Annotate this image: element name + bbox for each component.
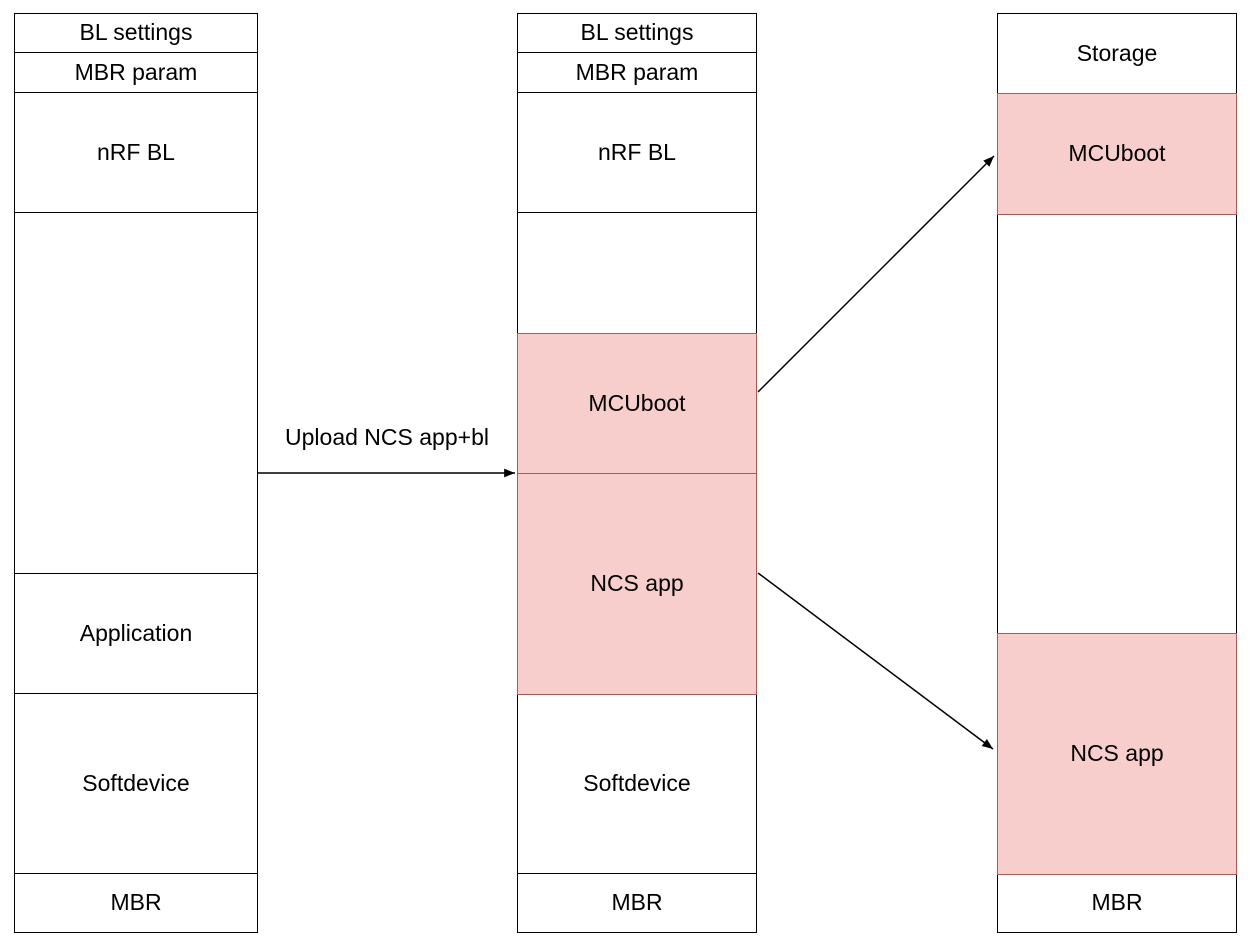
segment-storage: Storage xyxy=(997,13,1237,95)
segment-bl-settings: BL settings xyxy=(517,13,757,54)
left-memory-column: BL settings MBR param nRF BL Application… xyxy=(14,0,258,948)
segment-nrf-bl: nRF BL xyxy=(14,92,258,214)
segment-mcuboot: MCUboot xyxy=(997,93,1237,215)
right-memory-column: Storage MCUboot NCS app MBR xyxy=(997,0,1237,948)
segment-free-space xyxy=(997,213,1237,635)
segment-mbr-param: MBR param xyxy=(14,52,258,94)
segment-ncs-app: NCS app xyxy=(997,633,1237,875)
ncs-app-move-arrow xyxy=(757,572,994,750)
mcuboot-move-arrow xyxy=(757,155,995,393)
segment-free-space xyxy=(517,212,757,335)
segment-nrf-bl: nRF BL xyxy=(517,92,757,214)
segment-mbr: MBR xyxy=(14,873,258,933)
segment-ncs-app: NCS app xyxy=(517,473,757,695)
segment-bl-settings: BL settings xyxy=(14,13,258,54)
upload-arrow-label: Upload NCS app+bl xyxy=(282,424,492,451)
segment-softdevice: Softdevice xyxy=(517,693,757,875)
segment-softdevice: Softdevice xyxy=(14,693,258,875)
middle-memory-column: BL settings MBR param nRF BL MCUboot NCS… xyxy=(517,0,757,948)
segment-mbr-param: MBR param xyxy=(517,52,757,94)
segment-mbr: MBR xyxy=(997,873,1237,933)
segment-mbr: MBR xyxy=(517,873,757,933)
segment-application: Application xyxy=(14,573,258,695)
segment-mcuboot: MCUboot xyxy=(517,333,757,475)
segment-free-space xyxy=(14,212,258,575)
